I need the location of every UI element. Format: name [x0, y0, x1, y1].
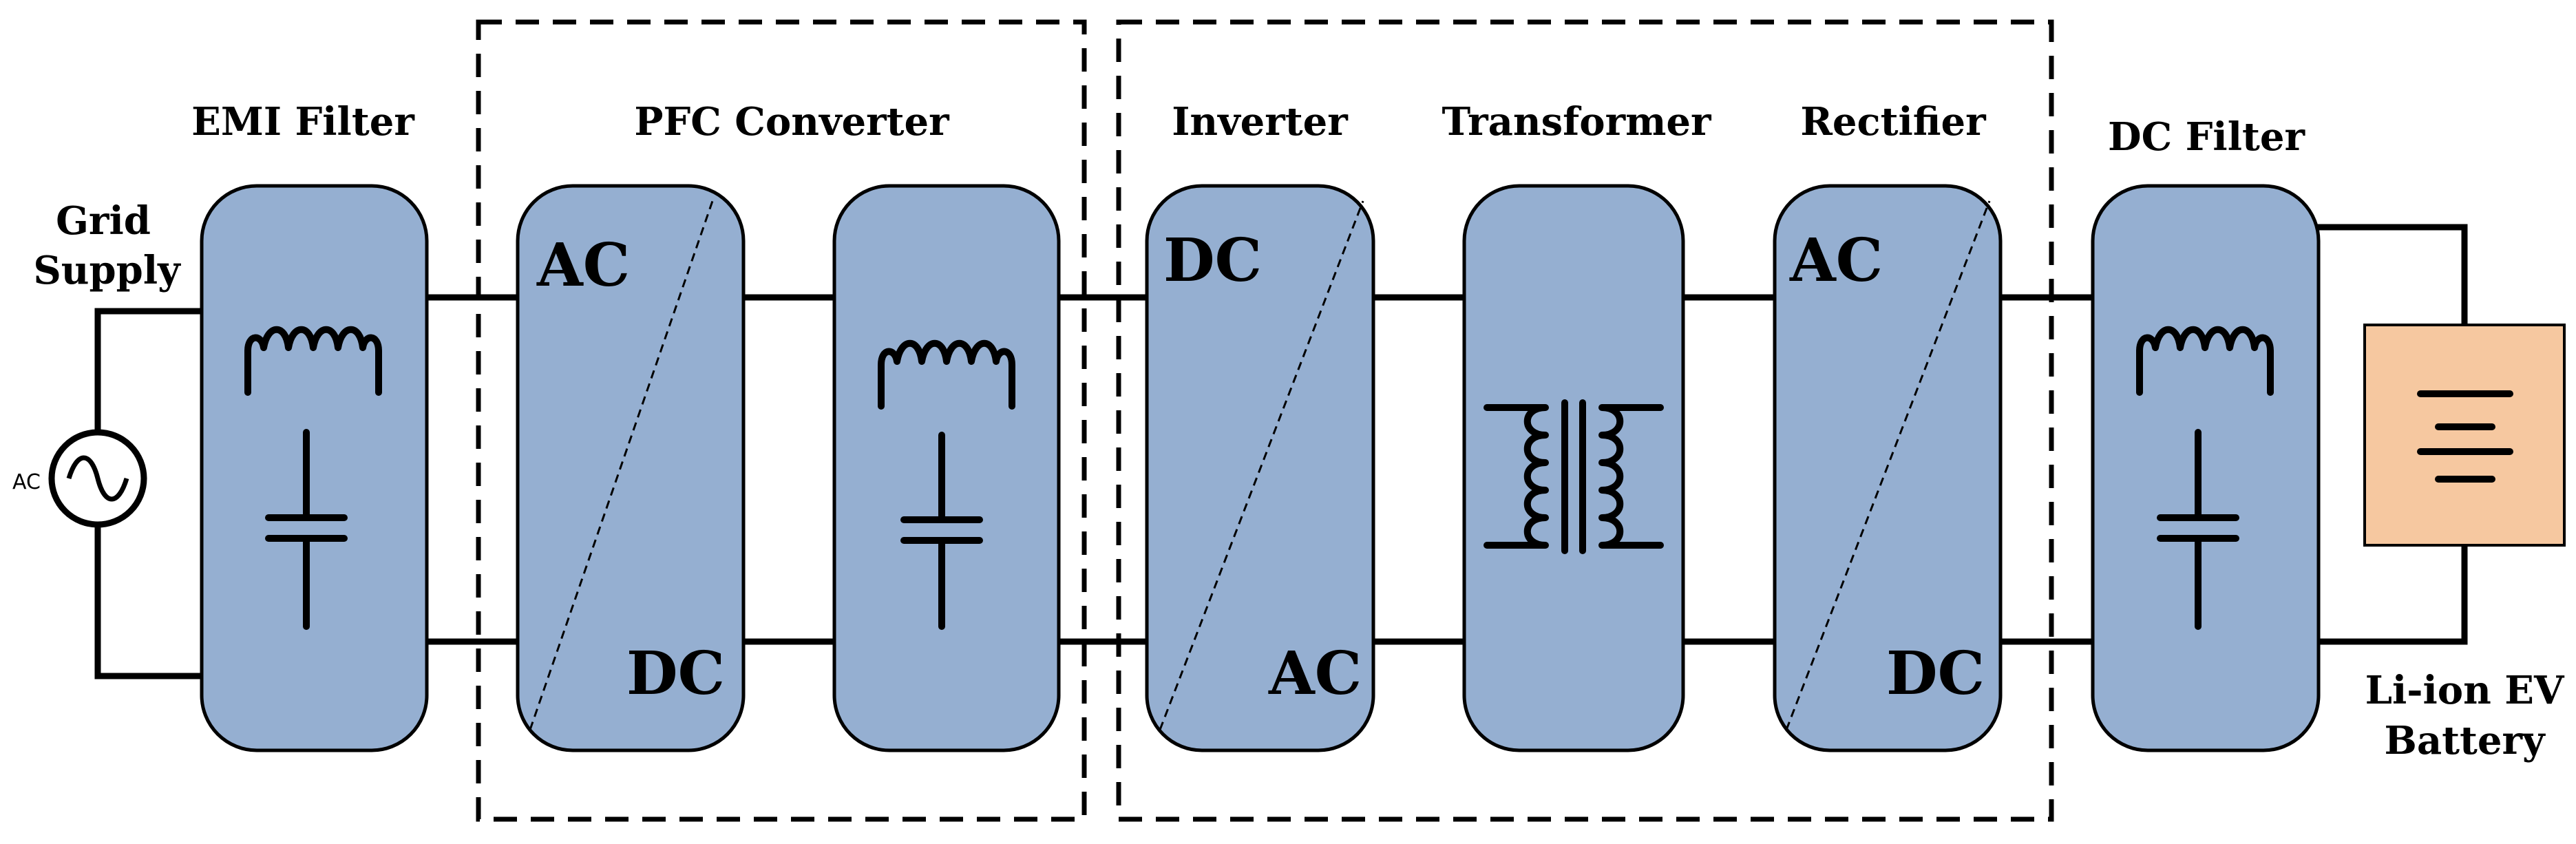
pfc-stage-dashed-box — [476, 19, 1087, 822]
ac-source-label: AC — [12, 470, 41, 494]
emi-filter-block — [200, 184, 429, 752]
inverter-input-label: DC — [1163, 226, 1262, 295]
sine-wave-icon — [66, 455, 129, 502]
emi-capacitor-icon — [265, 429, 348, 630]
dc-inductor-icon — [2136, 326, 2274, 396]
emi-filter-label: EMI Filter — [191, 99, 415, 145]
wire-battery-bottom — [2315, 542, 2468, 645]
wire-source-bottom — [94, 511, 205, 679]
dc-capacitor-icon — [2157, 429, 2239, 630]
transformer-label: Transformer — [1442, 99, 1712, 145]
dc-filter-block — [2091, 184, 2321, 752]
dc-filter-label: DC Filter — [2108, 114, 2305, 160]
inverter-label: Inverter — [1172, 99, 1349, 145]
battery-icon — [2417, 390, 2513, 483]
transformer-block — [1462, 184, 1685, 752]
pfc-capacitor-icon — [900, 432, 983, 630]
inverter-output-label: AC — [1268, 639, 1362, 708]
wire-battery-top — [2315, 224, 2468, 328]
transformer-icon — [1484, 399, 1664, 554]
battery-label-line2: Battery — [2384, 718, 2545, 763]
emi-inductor-icon — [244, 326, 382, 396]
pfc-inductor-icon — [878, 339, 1015, 410]
pfc-input-label: AC — [536, 231, 630, 300]
rectifier-diagonal — [1785, 200, 1991, 730]
grid-supply-label-line1: Grid — [56, 198, 151, 244]
rectifier-label: Rectifier — [1800, 99, 1987, 145]
dc-dc-stage-dashed-box — [1116, 19, 2054, 822]
rectifier-input-label: AC — [1789, 226, 1883, 295]
battery-block — [2363, 324, 2566, 547]
pfc-converter-label: PFC Converter — [634, 99, 950, 145]
wire-source-top — [94, 308, 205, 445]
pfc-diagonal — [529, 200, 714, 730]
inverter-diagonal — [1159, 200, 1364, 730]
battery-label-line1: Li-ion EV — [2365, 668, 2565, 713]
grid-supply-label-line2: Supply — [33, 248, 181, 293]
pfc-output-label: DC — [626, 639, 725, 708]
pfc-filter-block — [832, 184, 1061, 752]
rectifier-output-label: DC — [1886, 639, 1985, 708]
pfc-converter-block — [516, 184, 746, 752]
